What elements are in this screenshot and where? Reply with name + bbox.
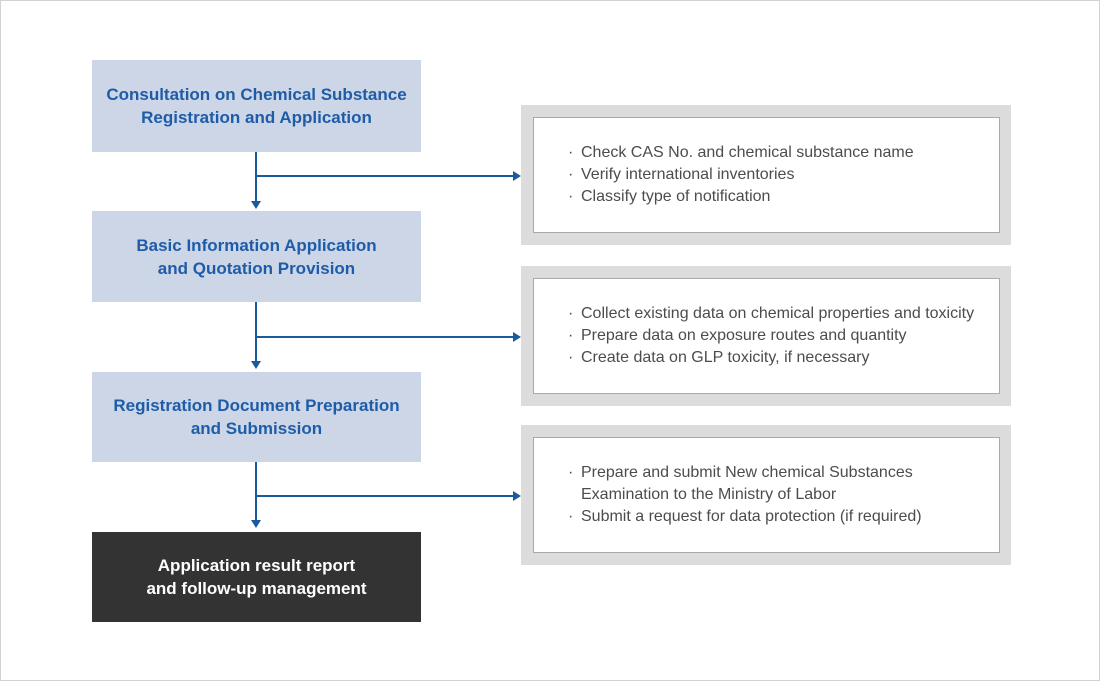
detail-box-inner: Prepare and submit New chemical Substanc… bbox=[533, 437, 1000, 553]
list-item-text: Check CAS No. and chemical substance nam… bbox=[581, 144, 914, 161]
arrow-right-icon bbox=[513, 332, 521, 342]
connector-2-horizontal-line bbox=[255, 336, 513, 338]
list-item: Prepare and submit New chemical Substanc… bbox=[568, 462, 922, 506]
flow-step-consultation: Consultation on Chemical Substance Regis… bbox=[92, 60, 421, 152]
list-item-text: Submit a request for data protection (if… bbox=[581, 508, 922, 525]
list-item-text: Verify international inventories bbox=[581, 166, 795, 183]
connector-3-vertical-line bbox=[255, 462, 257, 520]
flow-step-application-result: Application result report and follow-up … bbox=[92, 532, 421, 622]
list-item: Verify international inventories bbox=[568, 164, 914, 186]
detail-item-list: Collect existing data on chemical proper… bbox=[568, 303, 974, 369]
flow-step-label-line: Registration and Application bbox=[141, 108, 372, 127]
detail-box-inner: Check CAS No. and chemical substance nam… bbox=[533, 117, 1000, 233]
list-item-text: Classify type of notification bbox=[581, 188, 771, 205]
arrow-down-icon bbox=[251, 520, 261, 528]
list-item: Classify type of notification bbox=[568, 186, 914, 208]
connector-1-horizontal-line bbox=[255, 175, 513, 177]
arrow-down-icon bbox=[251, 201, 261, 209]
flow-step-registration-document: Registration Document Preparation and Su… bbox=[92, 372, 421, 462]
detail-item-list: Check CAS No. and chemical substance nam… bbox=[568, 142, 914, 208]
flow-step-label-line: Basic Information Application bbox=[136, 235, 377, 255]
list-item: Submit a request for data protection (if… bbox=[568, 506, 922, 528]
list-item: Create data on GLP toxicity, if necessar… bbox=[568, 347, 974, 369]
arrow-right-icon bbox=[513, 491, 521, 501]
list-item-text: Collect existing data on chemical proper… bbox=[581, 305, 975, 322]
connector-3-horizontal-line bbox=[255, 495, 513, 497]
detail-box-basic-information: Collect existing data on chemical proper… bbox=[521, 266, 1011, 406]
arrow-down-icon bbox=[251, 361, 261, 369]
connector-2-vertical-line bbox=[255, 302, 257, 361]
detail-item-list: Prepare and submit New chemical Substanc… bbox=[568, 462, 922, 528]
flow-step-label-line: Registration Document Preparation bbox=[113, 396, 400, 415]
list-item-text: Prepare data on exposure routes and quan… bbox=[581, 327, 907, 344]
list-item-text: Prepare and submit New chemical Substanc… bbox=[581, 464, 913, 481]
list-item: Collect existing data on chemical proper… bbox=[568, 303, 974, 325]
list-item: Prepare data on exposure routes and quan… bbox=[568, 325, 974, 347]
list-item-text: Create data on GLP toxicity, if necessar… bbox=[581, 349, 870, 366]
flow-step-label-line: Application result report bbox=[157, 556, 356, 575]
list-item: Check CAS No. and chemical substance nam… bbox=[568, 142, 914, 164]
flow-step-label-line: Consultation on Chemical Substance bbox=[106, 85, 407, 104]
list-item-text: Examination to the Ministry of Labor bbox=[581, 486, 837, 503]
arrow-right-icon bbox=[513, 171, 521, 181]
detail-box-registration-document: Prepare and submit New chemical Substanc… bbox=[521, 425, 1011, 565]
flow-step-basic-information: Basic Information Application and Quotat… bbox=[92, 211, 421, 302]
flow-step-label-line: and Quotation Provision bbox=[157, 258, 356, 278]
detail-box-inner: Collect existing data on chemical proper… bbox=[533, 278, 1000, 394]
flow-step-label-line: and follow-up management bbox=[146, 579, 367, 598]
detail-box-consultation: Check CAS No. and chemical substance nam… bbox=[521, 105, 1011, 245]
flow-step-label-line: and Submission bbox=[190, 419, 323, 438]
